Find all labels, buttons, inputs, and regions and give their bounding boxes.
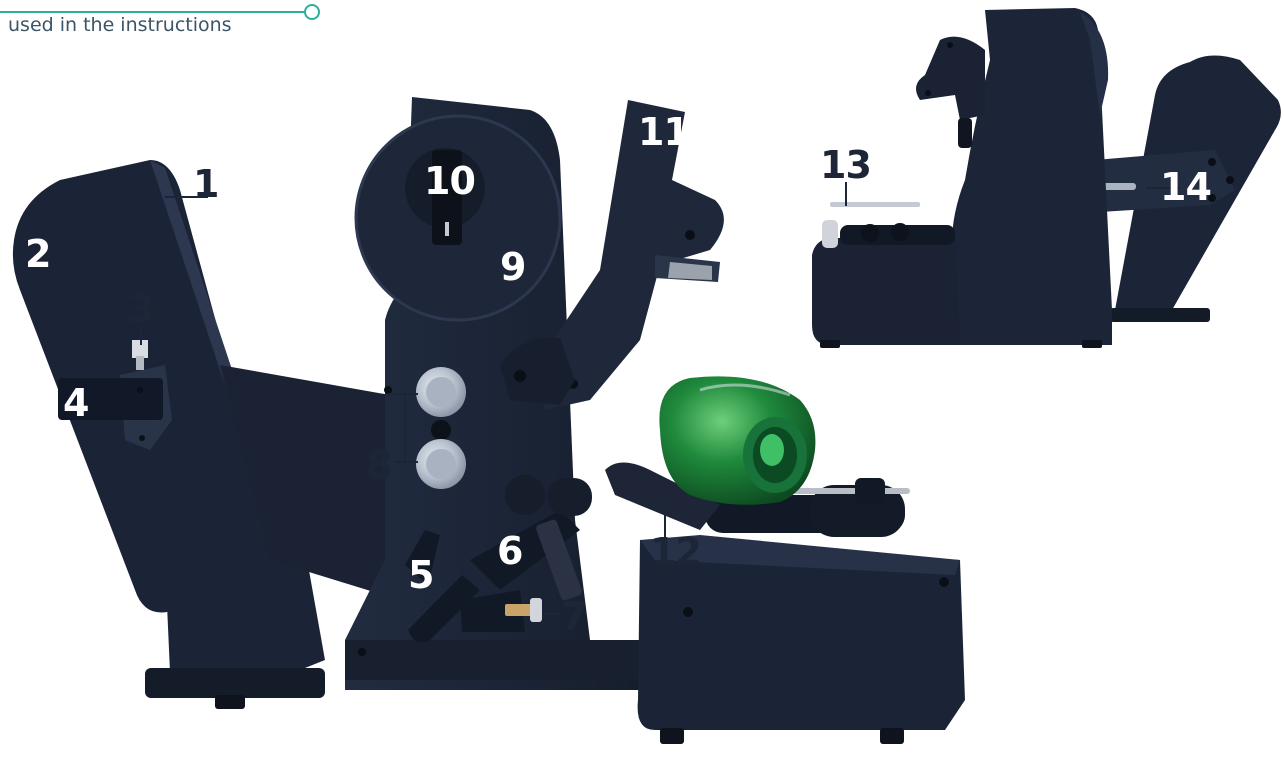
- callout-12: 12: [650, 533, 701, 571]
- callout-13: 13: [820, 146, 871, 184]
- callout-7: 7: [561, 597, 586, 635]
- callout-14: 14: [1160, 168, 1211, 206]
- header-subtitle: used in the instructions: [8, 14, 232, 36]
- callout-2: 2: [25, 235, 50, 273]
- callout-9: 9: [500, 248, 525, 286]
- callout-11: 11: [638, 113, 689, 151]
- callout-6: 6: [497, 532, 522, 570]
- callout-4: 4: [63, 384, 88, 422]
- callout-10: 10: [424, 162, 475, 200]
- bottle-cradle: [605, 463, 965, 745]
- callout-5: 5: [408, 556, 433, 594]
- label-reel: [356, 116, 560, 320]
- callout-8: 8: [366, 446, 391, 484]
- bottle: [659, 376, 815, 504]
- callout-1: 1: [193, 165, 218, 203]
- callout-3: 3: [128, 290, 153, 328]
